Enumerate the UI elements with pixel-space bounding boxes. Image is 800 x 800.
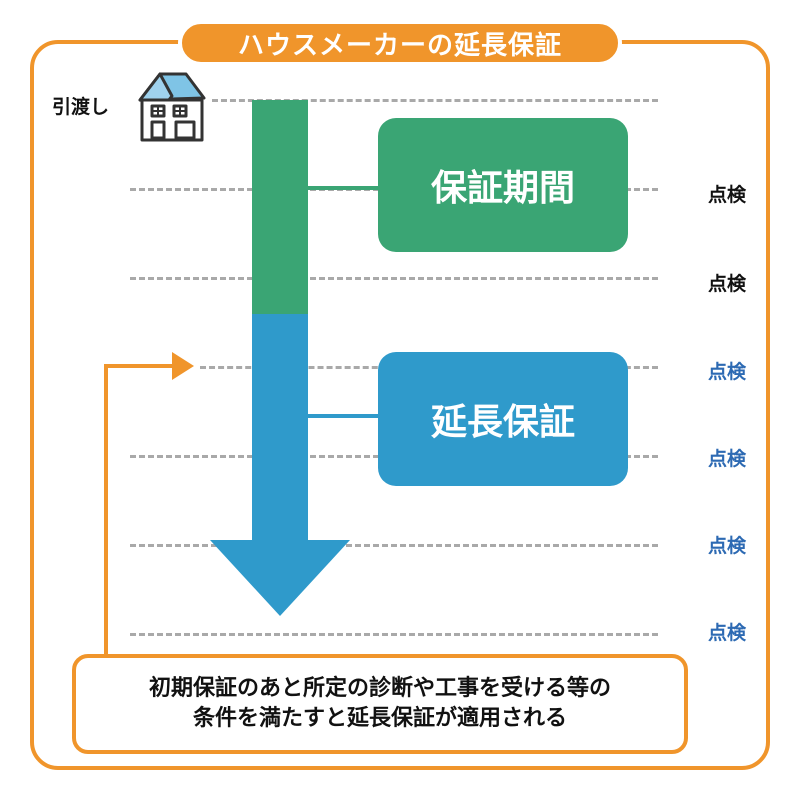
- extended-warranty-bar: [252, 314, 308, 542]
- extended-warranty-box: 延長保証: [378, 352, 628, 486]
- handover-label: 引渡し: [52, 96, 110, 118]
- inspection-label-6: 点検: [708, 622, 747, 644]
- inspection-label-4: 点検: [708, 448, 747, 470]
- timeline-dash-6: [130, 633, 658, 636]
- inspection-label-3: 点検: [708, 361, 747, 383]
- timeline-dash-handover: [212, 99, 658, 102]
- condition-note-line-1: 初期保証のあと所定の診断や工事を受ける等の: [148, 676, 611, 702]
- inspection-label-1: 点検: [708, 184, 747, 206]
- condition-note: 初期保証のあと所定の診断や工事を受ける等の 条件を満たすと延長保証が適用される: [72, 654, 688, 754]
- warranty-period-box: 保証期間: [378, 118, 628, 252]
- warranty-period-bar: [252, 100, 308, 316]
- extended-warranty-connector: [306, 414, 380, 418]
- inspection-label-5: 点検: [708, 535, 747, 557]
- warranty-period-connector: [306, 186, 380, 190]
- timeline-dash-5: [130, 544, 658, 547]
- condition-note-line-2: 条件を満たすと延長保証が適用される: [192, 706, 567, 731]
- inspection-label-2: 点検: [708, 273, 747, 295]
- diagram-title: ハウスメーカーの延長保証: [178, 20, 622, 66]
- timeline-dash-2: [130, 277, 658, 280]
